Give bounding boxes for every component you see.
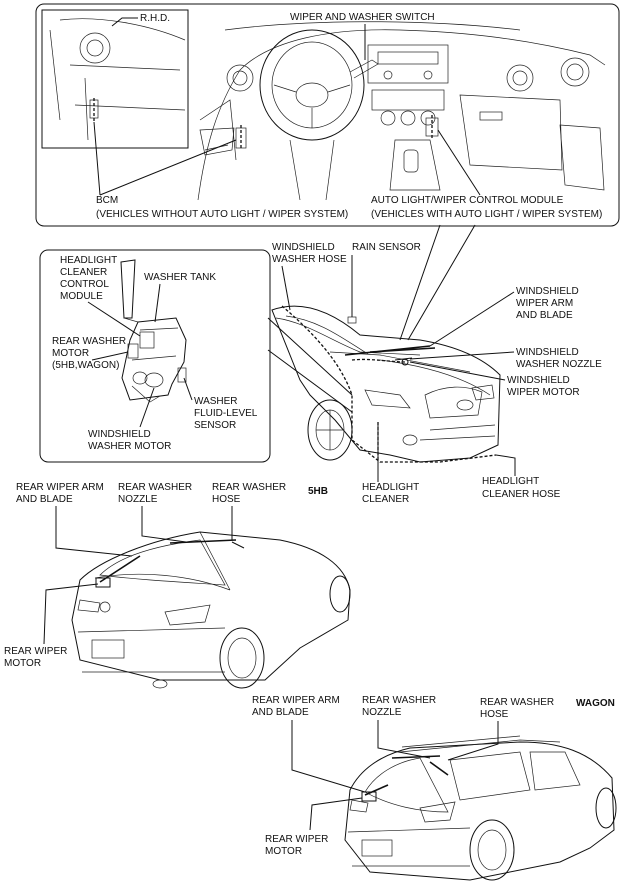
wg-rwn-label-2: NOZZLE: [362, 707, 402, 718]
washer-hose-path: [281, 305, 497, 463]
wg-rwm-label-1: REAR WIPER: [265, 834, 328, 845]
wwm-label-2: WASHER MOTOR: [88, 441, 171, 452]
hcc-label-2: CLEANER: [60, 267, 107, 278]
washer-tank-label: WASHER TANK: [144, 272, 216, 283]
windshield-wiper-arms: [344, 345, 436, 356]
wg-tag: WAGON: [576, 698, 615, 709]
headlight-cleaner-module-unit: [139, 331, 155, 349]
wg-rwab-label-1: REAR WIPER ARM: [252, 695, 340, 706]
hb-rwh-label-2: HOSE: [212, 494, 241, 505]
front-car-illustration: WINDSHIELD WASHER HOSE RAIN SENSOR WINDS…: [271, 242, 602, 505]
wg-rwab-label-2: AND BLADE: [252, 707, 309, 718]
wg-rwh-label-1: REAR WASHER: [480, 697, 554, 708]
wwm-label-1: WINDSHIELD: [88, 429, 151, 440]
auto-module-note: (VEHICLES WITH AUTO LIGHT / WIPER SYSTEM…: [371, 209, 602, 220]
wfl-label-1: WASHER: [194, 396, 238, 407]
wg-rwh-label-2: HOSE: [480, 709, 509, 720]
hb-tag: 5HB: [308, 486, 328, 497]
hatchback-rear-illustration: 5HB REAR WIPER ARM AND BLADE REAR WASHER…: [4, 482, 351, 689]
wwmo-label-1: WINDSHIELD: [507, 375, 570, 386]
windshield-washer-motor-unit: [144, 372, 164, 388]
wwab-label-1: WINDSHIELD: [516, 286, 579, 297]
hcc-label-1: HEADLIGHT: [60, 255, 117, 266]
wwn-label-1: WINDSHIELD: [516, 347, 579, 358]
steering-wheel: [259, 29, 365, 141]
washer-tank-frame: [39, 249, 271, 463]
hb-rwh-label-1: REAR WASHER: [212, 482, 286, 493]
rain-sensor-label: RAIN SENSOR: [352, 242, 421, 253]
rhd-inset: [41, 9, 189, 149]
wiper-washer-switch-label: WIPER AND WASHER SWITCH: [290, 12, 435, 23]
hb-rwn-label-1: REAR WASHER: [118, 482, 192, 493]
wg-rear-wiper-motor-unit: [361, 791, 377, 802]
hb-rwm-label-2: MOTOR: [4, 658, 41, 669]
hc-label-1: HEADLIGHT: [362, 482, 419, 493]
hb-rear-washer-hose: [169, 539, 237, 544]
wwh-label-1: WINDSHIELD: [272, 242, 335, 253]
rear-washer-motor-unit: [127, 343, 139, 359]
hb-rwn-label-2: NOZZLE: [118, 494, 158, 505]
washer-tank-body: [121, 317, 187, 401]
wg-rwn-label-1: REAR WASHER: [362, 695, 436, 706]
rwm-label-2: MOTOR: [52, 348, 89, 359]
wwh-label-2: WASHER HOSE: [272, 254, 347, 265]
wagon-rear-illustration: WAGON REAR WIPER ARM AND BLADE REAR WASH…: [252, 695, 617, 881]
bcm-label: BCM: [96, 195, 118, 206]
rain-sensor-unit: [347, 316, 357, 324]
wfl-label-2: FLUID-LEVEL: [194, 408, 258, 419]
hc-label-2: CLEANER: [362, 494, 409, 505]
hcc-label-4: MODULE: [60, 291, 103, 302]
wg-rear-washer-nozzle: [429, 761, 449, 776]
wg-rear-wiper-blade: [364, 784, 389, 796]
hb-rear-wiper-motor-unit: [95, 577, 111, 588]
hb-rwm-label-1: REAR WIPER: [4, 646, 67, 657]
wg-rear-washer-hose: [391, 755, 441, 759]
dashboard-panel: R.H.D. WIPER AND WASHER SWITCH BCM (VEHI…: [35, 3, 620, 227]
wwab-label-2: WIPER ARM: [516, 298, 573, 309]
hb-rwab-label-2: AND BLADE: [16, 494, 73, 505]
hcc-label-3: CONTROL: [60, 279, 109, 290]
wwn-label-2: WASHER NOZZLE: [516, 359, 602, 370]
hch-label-1: HEADLIGHT: [482, 476, 539, 487]
rwm-label-3: (5HB,WAGON): [52, 360, 119, 371]
auto-module-label: AUTO LIGHT/WIPER CONTROL MODULE: [371, 195, 564, 206]
washer-tank-inset: HEADLIGHT CLEANER CONTROL MODULE WASHER …: [39, 249, 271, 463]
dashboard-frame: [35, 3, 620, 227]
wfl-label-3: SENSOR: [194, 420, 236, 431]
wg-rwm-label-2: MOTOR: [265, 846, 302, 857]
wwmo-label-2: WIPER MOTOR: [507, 387, 580, 398]
hch-label-2: CLEANER HOSE: [482, 489, 561, 500]
hb-rwab-label-1: REAR WIPER ARM: [16, 482, 104, 493]
fluid-level-sensor-unit: [177, 367, 187, 383]
rwm-label-1: REAR WASHER: [52, 336, 126, 347]
wwab-label-3: AND BLADE: [516, 310, 573, 321]
rhd-label: R.H.D.: [140, 13, 170, 24]
bcm-note: (VEHICLES WITHOUT AUTO LIGHT / WIPER SYS…: [96, 209, 348, 220]
